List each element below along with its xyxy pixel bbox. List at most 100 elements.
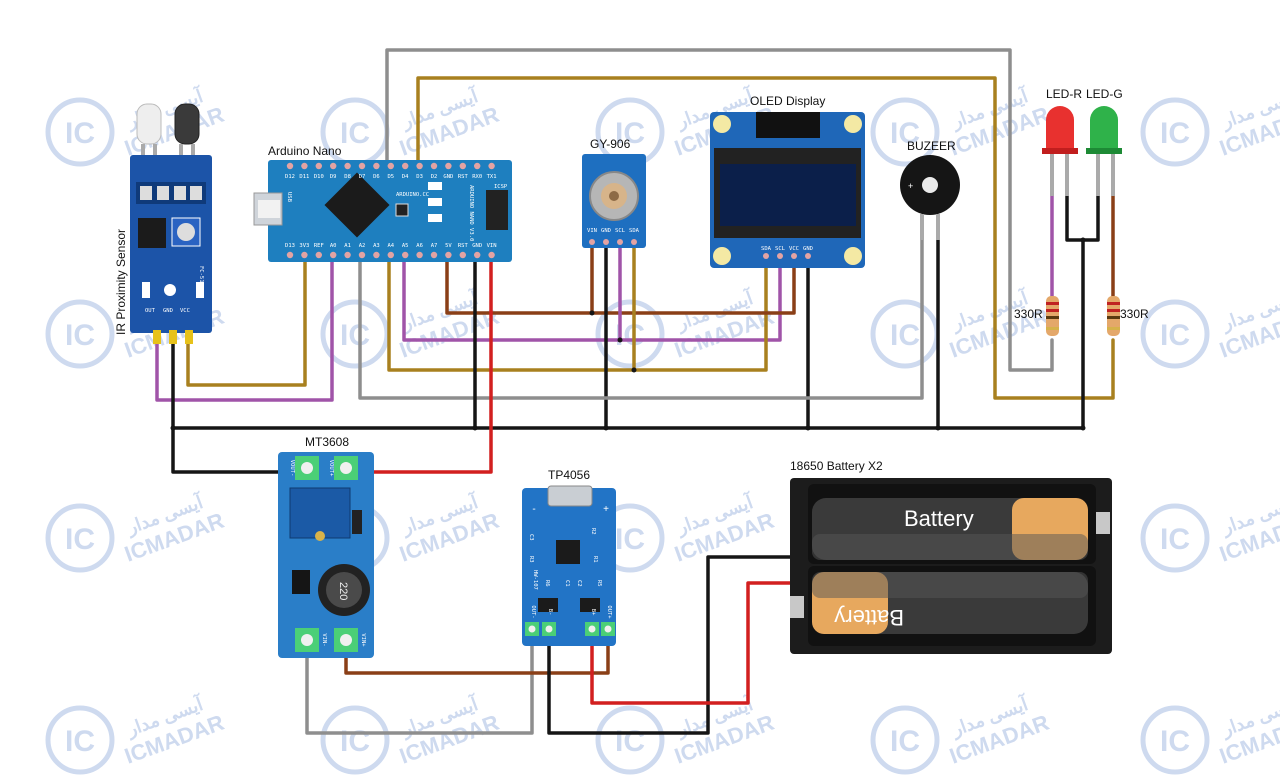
watermark-logo-ring (870, 97, 940, 167)
arduino-label: Arduino Nano (268, 144, 342, 158)
mt3608-pin-label: VOUT+ (328, 460, 334, 477)
watermark-logo: IC (615, 117, 645, 150)
watermark-logo: IC (340, 319, 370, 352)
tp4056-top-pin-label: + (603, 504, 609, 515)
arduino-top-pin-label: D7 (359, 174, 366, 180)
watermark-logo: IC (890, 725, 920, 758)
tp4056-bottom-pin-label: B+ (590, 609, 596, 616)
arduino-bottom-pin-label: 3V3 (299, 243, 309, 249)
tp4056-terminal-hole (528, 625, 536, 633)
watermark-logo: IC (1160, 523, 1190, 556)
arduino-board-text: ARDUINO NANO V3.0 (468, 185, 474, 241)
led-g-label: LED-G (1086, 87, 1123, 101)
wire-gold-a5 (387, 250, 768, 372)
res-left-label: 330R (1014, 307, 1043, 321)
tp4056-part-label: R1 (592, 556, 598, 563)
arduino-bottom-pin-label: GND (472, 243, 482, 249)
gy906-label: GY-906 (590, 137, 631, 151)
arduino-top-pin (459, 162, 466, 170)
watermark-logo: IC (340, 725, 370, 758)
arduino-bottom-pin (416, 251, 423, 259)
arduino-bottom-pin (459, 251, 466, 259)
arduino-bottom-pin (358, 251, 366, 259)
gy906-pin-label: SDA (629, 228, 640, 234)
arduino-top-pin-label: D8 (344, 174, 351, 180)
arduino-top-pin (416, 162, 423, 170)
mt3608-module: MT3608 220 VOUT-VOUT+VIN-VIN+ (278, 435, 374, 658)
arduino-bottom-pin (315, 251, 322, 259)
ir-sensor-label: IR Proximity Sensor (114, 229, 128, 335)
arduino-top-pin-label: D2 (431, 174, 438, 180)
led-red: LED-R (1042, 87, 1082, 196)
tp4056-part-label: R6 (544, 580, 550, 587)
arduino-top-pin (387, 162, 394, 170)
arduino-bottom-pin (474, 251, 481, 259)
arduino-bottom-pin (402, 251, 409, 259)
junctions (170, 237, 1086, 431)
mt3608-pin-label: VIN+ (360, 633, 366, 647)
arduino-bottom-pin-label: 5V (445, 243, 452, 249)
tp4056-part-label: R5 (596, 580, 602, 587)
watermark-logo: IC (65, 319, 95, 352)
buzzer: BUZEER + (900, 139, 960, 240)
arduino-top-pin (430, 162, 438, 170)
arduino-bottom-pin-label: A2 (359, 243, 366, 249)
tp4056-part-label: C2 (576, 580, 582, 587)
ir-pin-vcc: VCC (180, 308, 190, 314)
tp4056-label: TP4056 (548, 468, 590, 482)
mt3608-label: MT3608 (305, 435, 349, 449)
tp4056-terminal-hole (604, 625, 612, 633)
oled-pin (777, 253, 783, 259)
watermark-logo: IC (65, 725, 95, 758)
tp4056-part-label: R2 (590, 528, 596, 535)
watermark-logo: IC (1160, 117, 1190, 150)
arduino-top-pin-label: RST (458, 174, 469, 180)
arduino-top-pin (344, 162, 351, 170)
wire-black-bminus (547, 555, 797, 735)
gy906-pin (603, 239, 609, 245)
arduino-top-pin-label: D9 (330, 174, 337, 180)
resistor-left: 330R (1014, 296, 1059, 336)
oled-pin (791, 253, 797, 259)
gy906-pin (589, 239, 595, 245)
battery-holder: 18650 Battery X2 Battery Battery (790, 459, 1112, 654)
wire-led-join (1065, 193, 1100, 242)
watermark-logo: IC (615, 725, 645, 758)
arduino-top-pin-label: D10 (314, 174, 324, 180)
watermark-logo: IC (615, 523, 645, 556)
arduino-bottom-pin-label: A6 (416, 243, 423, 249)
gy906-pin-label: GND (601, 228, 611, 234)
arduino-bottom-pin (301, 251, 308, 259)
gy906-pin-label: SCL (615, 228, 626, 234)
arduino-top-pin (330, 162, 337, 170)
wire-red-vin (345, 250, 493, 474)
wire-gray-vin (305, 628, 534, 735)
arduino-bottom-pin (488, 251, 495, 259)
watermark-logo-ring (1140, 299, 1210, 369)
buzzer-label: BUZEER (907, 139, 956, 153)
arduino-bottom-pin-label: RST (458, 243, 469, 249)
mt3608-pin-label: VOUT- (289, 460, 295, 477)
arduino-nano: Arduino Nano ARDUINO.CC ARDUINO NANO V3.… (253, 144, 512, 262)
led-green: LED-G (1086, 87, 1123, 196)
watermark-logo-ring (45, 705, 115, 775)
arduino-bottom-pin-label: REF (314, 243, 324, 249)
wire-purple-a4 (402, 250, 782, 342)
watermark-logo-ring (45, 503, 115, 573)
wire-purple-ir (155, 250, 334, 402)
arduino-icsp-text: ICSP (494, 184, 508, 190)
arduino-bottom-pin-label: A5 (402, 243, 409, 249)
oled-pin (763, 253, 769, 259)
watermark-logo-ring (870, 705, 940, 775)
arduino-top-pin-label: GND (443, 174, 453, 180)
watermark-logo: IC (340, 117, 370, 150)
tp4056-terminal-hole (545, 625, 553, 633)
watermark-logo: IC (1160, 319, 1190, 352)
